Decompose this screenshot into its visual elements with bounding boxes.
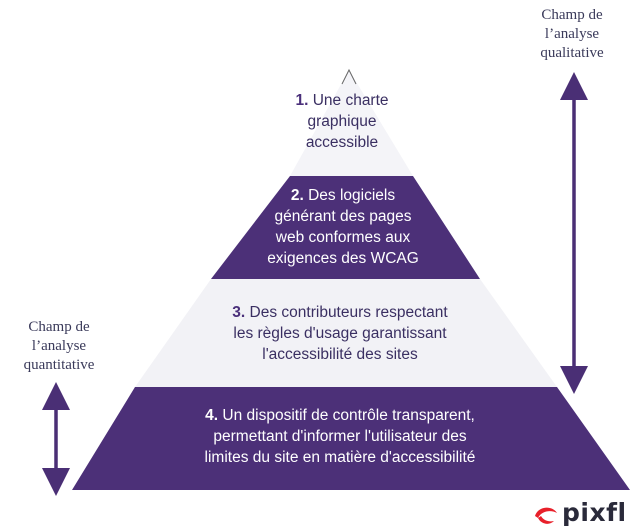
level-line: 4. Un dispositif de contrôle transparent… [80, 405, 600, 426]
pyramid-tier-4 [72, 387, 630, 490]
level-line: 1. Une charte [262, 90, 422, 111]
level-line: l'accessibilité des sites [262, 346, 418, 363]
level-3-text: 3. Des contributeurs respectant les règl… [170, 302, 510, 365]
level-line: permettant d'informer l'utilisateur des [213, 428, 467, 445]
level-number: 4. [205, 407, 219, 424]
level-2-text: 2. Des logiciels générant des pages web … [218, 185, 468, 269]
level-line: générant des pages [274, 208, 412, 225]
level-line-text: Des contributeurs respectant [249, 304, 448, 321]
level-line: les règles d'usage garantissant [233, 325, 447, 342]
label-line: qualitative [540, 45, 604, 61]
pixfl-logo: pixfl [532, 498, 636, 528]
level-line: limites du site en matière d'accessibili… [204, 449, 476, 466]
level-line: web conformes aux [275, 229, 411, 246]
level-line-text: Une charte [312, 92, 389, 109]
label-line: Champ de [28, 319, 90, 335]
level-line: graphique [307, 113, 377, 130]
brand-wordmark: pixfl [562, 498, 627, 527]
pyramid-apex-outline [341, 68, 357, 85]
level-line-text: Un dispositif de contrôle transparent, [222, 407, 475, 424]
level-line: accessible [305, 134, 379, 151]
pixfl-logo-mark-icon [535, 507, 557, 524]
level-1-text: 1. Une charte graphique accessible [262, 90, 422, 153]
level-line: 2. Des logiciels [218, 185, 468, 206]
label-line: quantitative [23, 357, 95, 373]
pyramid-tier-3 [135, 279, 557, 387]
level-4-text: 4. Un dispositif de contrôle transparent… [80, 405, 600, 468]
level-line-text: Des logiciels [308, 187, 396, 204]
qualitative-scope-label: Champ de l’analyse qualitative [510, 6, 634, 63]
level-line: 3. Des contributeurs respectant [170, 302, 510, 323]
level-number: 1. [295, 92, 309, 109]
label-line: Champ de [541, 7, 603, 23]
pyramid-tier-2 [211, 176, 480, 279]
level-line: exigences des WCAG [267, 250, 419, 267]
label-line: l’analyse [544, 26, 600, 42]
pyramid-tier-1 [290, 70, 413, 176]
label-line: l’analyse [31, 338, 87, 354]
quantitative-scope-label: Champ de l’analyse quantitative [4, 318, 114, 375]
level-number: 2. [290, 187, 304, 204]
level-number: 3. [232, 304, 246, 321]
